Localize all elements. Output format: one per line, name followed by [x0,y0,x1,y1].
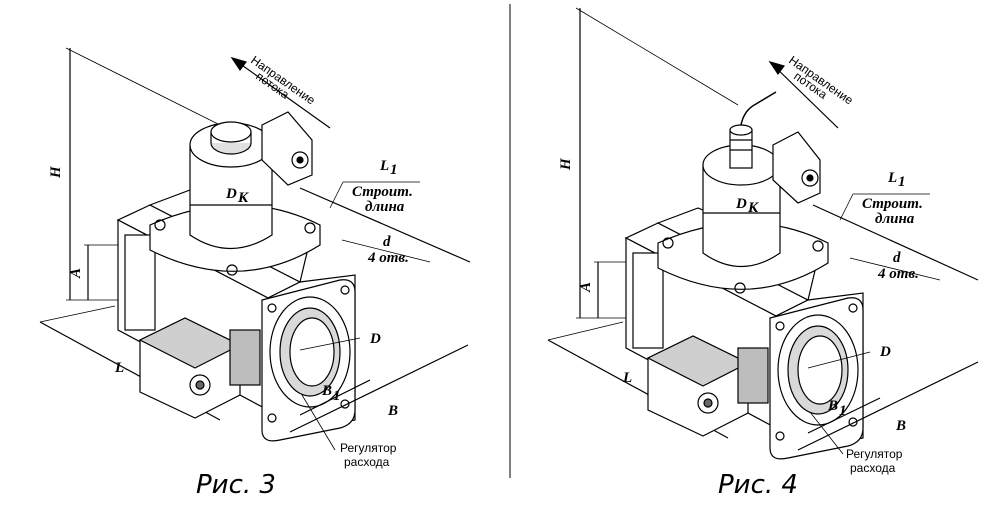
label-h: H [48,165,64,179]
label-b1: B [827,398,838,414]
dimension-d-bore [807,351,871,369]
label-d-bore: D [879,344,891,360]
figure-4-caption: Рис. 4 [718,470,798,500]
figure-3-valve-drawing: Направление потока H A L [39,47,471,469]
label-h: H [558,157,574,171]
label-a: A [68,268,84,279]
label-regulator-line2: расхода [344,455,390,469]
dimension-b1 [807,397,881,434]
label-a: A [578,282,594,293]
solenoid-coil [189,121,273,250]
label-d: d [893,250,901,266]
label-dk-sub: К [237,190,249,206]
dimension-l1 [812,204,979,281]
dimension-b1 [299,379,371,416]
label-b1-sub: 1 [333,388,341,404]
label-holes-count: 4 отв. [367,250,409,266]
label-l1-sub: 1 [898,174,906,190]
electrical-connector [772,131,821,204]
flow-direction-arrow [230,56,331,129]
label-l: L [622,370,632,386]
figure-3-caption: Рис. 3 [196,470,276,500]
dimension-b [289,344,469,433]
solenoid-coil [702,91,781,268]
figure-4-valve-drawing: Направление потока H A L [547,7,979,475]
label-holes-count: 4 отв. [877,266,919,282]
label-dk-sub: К [747,200,759,216]
label-build-line1: Строит. [352,184,413,200]
regulator-leader [809,411,844,455]
flow-regulator [646,335,769,437]
label-dk: D [735,196,747,212]
dimension-h [65,47,231,301]
label-b: B [895,418,906,434]
electrical-connector [261,111,313,186]
label-b1-sub: 1 [839,403,847,419]
label-b1: B [321,383,332,399]
label-build-line2: длина [365,199,405,215]
label-l: L [114,360,124,376]
outlet-flange [769,297,864,460]
label-l1: L [379,158,389,174]
dimension-h [575,7,739,319]
label-build-line1: Строит. [862,196,923,212]
outlet-flange [261,279,356,442]
label-l1-sub: 1 [390,162,398,178]
flow-regulator [138,317,261,419]
flow-direction-arrow [768,60,839,129]
dimension-d-bore [299,337,361,351]
dimension-d-holes [849,257,941,281]
label-b: B [387,403,398,419]
dimension-l1 [299,187,471,263]
label-d-bore: D [369,331,381,347]
label-l1: L [887,170,897,186]
label-dk: D [225,186,237,202]
label-regulator-line1: Регулятор [846,447,903,461]
dimension-d-holes [341,239,431,263]
label-regulator-line2: расхода [850,461,896,475]
label-build-line2: длина [875,211,915,227]
regulator-leader [301,394,336,451]
label-regulator-line1: Регулятор [340,441,397,455]
label-d: d [383,234,391,250]
